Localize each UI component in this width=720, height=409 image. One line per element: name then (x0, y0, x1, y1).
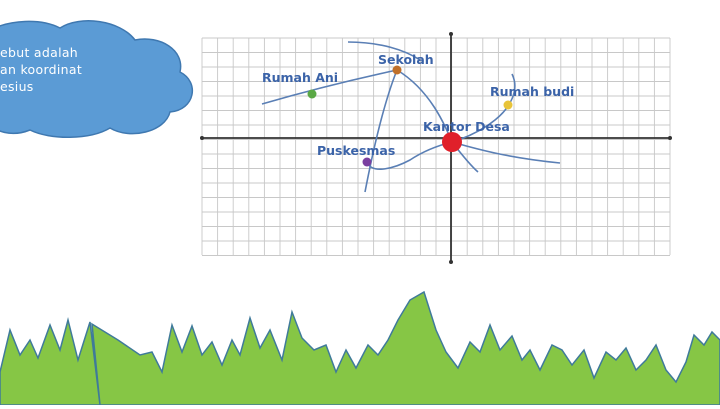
cloud-text-line-2: an koordinat (0, 62, 83, 77)
x-axis-arrow-right (668, 136, 672, 140)
road-kantor-right (451, 141, 561, 164)
kantor-desa-marker (442, 132, 462, 152)
puskesmas-label: Puskesmas (317, 143, 395, 158)
cloud-text-line-1: ebut adalah (0, 45, 79, 60)
cloud-text-line-3: esius (0, 79, 34, 94)
road-sekolah-puskesmas (364, 69, 398, 193)
road-top-sekolah (347, 41, 421, 61)
rumah-ani-label: Rumah Ani (262, 70, 338, 85)
rumah-budi-label: Rumah budi (490, 84, 574, 99)
sekolah-marker (392, 65, 402, 75)
y-axis-arrow-bottom (449, 260, 453, 264)
x-axis-arrow-left (200, 136, 204, 140)
rumah-ani-marker (307, 89, 317, 99)
cloud-text: ebut adalah an koordinat esius (0, 44, 120, 95)
sekolah-label: Sekolah (378, 52, 434, 67)
road-puskesmas-kantor (366, 141, 453, 170)
puskesmas-marker (362, 157, 372, 167)
speech-cloud (0, 20, 194, 138)
road-ani-sekolah (261, 69, 398, 105)
road-budi-kantor (451, 73, 516, 143)
roads (261, 41, 561, 193)
y-axis-arrow-top (449, 32, 453, 36)
rumah-budi-marker (503, 100, 513, 110)
coordinate-grid (201, 37, 671, 256)
kantor-desa-label: Kantor Desa (423, 119, 510, 134)
grass (0, 290, 720, 406)
